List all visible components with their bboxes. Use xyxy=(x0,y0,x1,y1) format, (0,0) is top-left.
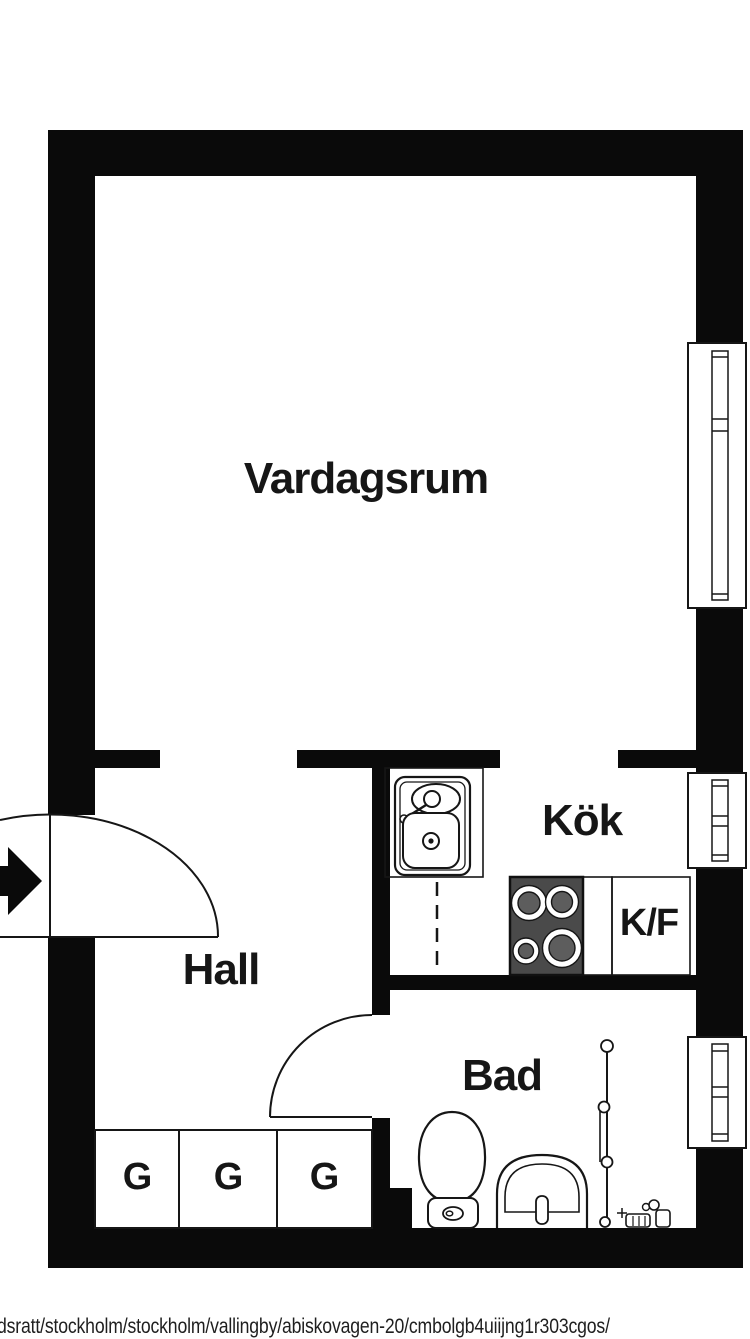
wall-right-1 xyxy=(696,130,743,343)
footer-url-text: dsratt/stockholm/stockholm/vallingby/abi… xyxy=(0,1315,610,1338)
towel-rail-icon xyxy=(597,1039,614,1228)
entry-door-swing-arc xyxy=(0,813,220,938)
bathroom-label: Bad xyxy=(461,1051,543,1100)
wall-bathroom-step xyxy=(372,1188,412,1228)
wall-left-upper xyxy=(48,130,95,815)
kitchen-label: Kök xyxy=(541,796,623,845)
kitchen-sink-icon xyxy=(393,775,472,877)
bathroom-door-swing-arc xyxy=(269,1014,373,1118)
window-icon xyxy=(687,342,747,609)
window-icon xyxy=(687,1036,747,1149)
bathroom-door xyxy=(269,1014,373,1118)
fridge-freezer-label: K/F xyxy=(619,902,679,944)
wall-bottom xyxy=(48,1228,743,1268)
wall-inner-right-stub xyxy=(618,750,696,768)
wardrobe-label: G xyxy=(309,1156,340,1198)
entry-door xyxy=(0,813,220,938)
stove-icon xyxy=(508,875,585,977)
toilet-icon xyxy=(417,1110,487,1229)
wall-left-lower xyxy=(48,937,95,1268)
wall-kitchen-bathroom xyxy=(390,975,696,990)
entry-arrow-icon xyxy=(0,847,42,915)
wall-right-2 xyxy=(696,608,743,773)
wall-inner-middle xyxy=(297,750,500,768)
wall-right-3 xyxy=(696,868,743,1037)
wardrobe-label: G xyxy=(122,1156,153,1198)
utility-connections-icon xyxy=(617,1199,671,1228)
washbasin-icon xyxy=(495,1153,589,1228)
living-room-label: Vardagsrum xyxy=(243,454,489,503)
window-icon xyxy=(687,772,747,869)
wardrobe-units xyxy=(94,1129,373,1229)
hall-label: Hall xyxy=(182,945,261,994)
wardrobe-label: G xyxy=(213,1156,244,1198)
fridge-freezer-cell xyxy=(611,876,691,976)
wall-top xyxy=(48,130,743,176)
wall-inner-left-stub xyxy=(95,750,160,768)
